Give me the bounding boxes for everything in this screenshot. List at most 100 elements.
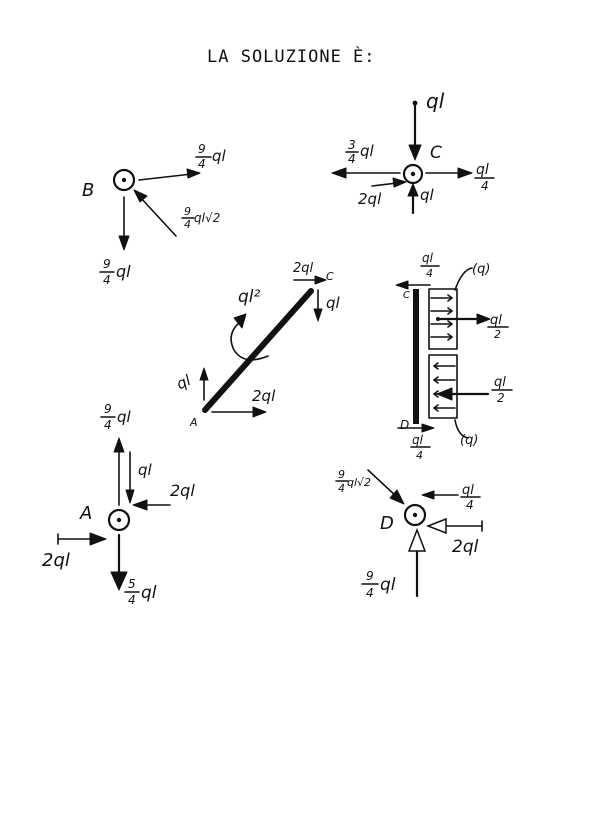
node-a: A 9 4 ql ql 2ql 2ql 5 4 ql [42,402,195,607]
bar-cd-upper-load-arrowtip [447,333,453,341]
node-c-right-force-den: 4 [481,179,489,193]
node-a-inner-top-force-label: ql [138,461,153,479]
node-d-diagonal-force-tail: ql√2 [347,476,371,489]
bar-cd-upper-load-arrowtip [447,307,453,315]
node-b-force-diagonal-num: 9 [184,205,191,218]
bar-cd-lower-load-arrowtip [433,390,439,398]
bar-cd-bottom-force-label: ql 4 [410,433,431,462]
node-b-force-right-label: 9 4 ql [195,142,227,171]
bar-cd-upper-resultant-arrowhead [476,313,491,325]
node-a-top-force-arrowhead [113,437,125,453]
node-c-inner-left-force-label: 2ql [358,190,382,208]
bar-cd-lower-tag: (q) [460,433,478,448]
node-c-bottom-force-label: ql [420,186,435,204]
node-a-right-force-arrowhead [132,499,148,511]
bar-cd-top-force-num: ql [422,251,434,265]
bar-ac-top-vertical-arrowhead [313,308,323,322]
bar-cd-bottom-force-num: ql [412,433,424,447]
bar-ac-moment-arc [230,321,269,361]
bar-cd-upper-load-arrowtip [447,320,453,328]
node-b-pin [112,168,136,192]
bar-cd-lower-resultant-arrowhead [436,387,453,401]
bar-ac-bottom-vertical-label: ql [174,371,195,393]
bar-ac-top-horizontal-label: 2ql [293,261,314,276]
node-c-inner-left-force-line [371,182,398,187]
bar-ac-bottom-horizontal-label: 2ql [252,387,276,405]
bar-cd-lower-load-arrowtip [433,404,439,412]
node-a-top-force-num: 9 [104,402,112,416]
node-d-pin [403,503,427,527]
bar-cd-upper-load-arrows [430,294,453,341]
node-a-bottom-force-den: 4 [128,593,136,607]
bar-ac-top-vertical-label: ql [326,294,341,312]
node-b-force-right-tail: ql [212,147,227,165]
node-d-diagonal-force-num: 9 [338,468,345,481]
bar-cd-top-force-arrowhead [395,280,409,290]
node-a-label: A [79,503,92,524]
node-d-diagonal-force-line [367,469,398,498]
node-d-top-right-force-den: 4 [466,498,474,512]
bar-cd-lower-load-box [428,354,458,419]
bar-cd-bottom-force-arrowhead [421,423,435,433]
bar-ac: A C ql² 2ql ql ql 2ql [174,261,341,429]
node-a-right-force-label: 2ql [170,481,195,500]
node-a-inner-top-force-arrowhead [125,489,135,504]
bar-cd-upper-tag-leader [454,267,473,291]
bar-cd-upper-resultant-num: ql [490,313,502,328]
node-c-right-force-label: ql 4 [474,162,495,193]
bar-cd-upper-resultant-den: 2 [494,328,501,341]
node-c-label: C [430,143,442,163]
node-d-top-right-force-num: ql [462,483,474,498]
bar-ac-end-c-label: C [326,270,334,283]
bar-ac-moment-label: ql² [238,287,261,307]
bar-cd-bottom-force-den: 4 [416,449,423,462]
node-d-bottom-force-num: 9 [366,569,374,583]
node-b-force-down-num: 9 [103,257,111,271]
node-c-left-force-num: 3 [348,138,356,152]
bar-cd-lower-load-arrowtip [433,376,439,384]
node-b-force-down-label: 9 4 ql [99,257,131,287]
node-b-force-down-arrowhead [118,235,130,251]
node-a-top-force-tail: ql [117,408,132,426]
node-d-bottom-force-label: 9 4 ql [361,569,396,600]
node-b-center [121,177,127,183]
bar-cd-upper-load-arrowtip [447,294,453,302]
node-a-bottom-force-label: 5 4 ql [124,577,157,607]
node-d-right-force-label: 2ql [452,537,479,557]
node-a-top-force-label: 9 4 ql [100,402,132,432]
node-a-left-force-arrowhead [89,532,107,546]
node-b-force-diagonal-tail: ql√2 [194,211,220,225]
node-a-center [116,517,122,523]
node-d-bottom-force-tail: ql [380,575,396,595]
node-b-force-right-arrowhead [186,168,201,179]
bar-ac-member [202,288,314,413]
bar-cd-lower-load-arrows [433,362,456,412]
page-title: LA SOLUZIONE È: [207,45,376,67]
node-d-bottom-force-den: 4 [366,586,374,600]
node-b-force-diagonal-label: 9 4 ql√2 [181,205,220,231]
bar-cd-upper-resultant-origin [436,317,440,321]
bar-cd-lower-tag-leader [454,419,469,439]
node-d-center [412,512,418,518]
node-c-right-force-num: ql [476,162,489,178]
bar-cd-lower-resultant-label: ql 2 [491,375,513,405]
node-a-left-force-label: 2ql [42,550,70,571]
bar-ac-bottom-vertical-arrowhead [199,367,209,381]
node-b-force-down-den: 4 [103,273,111,287]
node-d-diagonal-force-den: 4 [338,482,345,495]
node-c-bottom-force-arrowhead [407,183,419,197]
node-d-diagonal-force-label: 9 4 ql√2 [335,468,371,495]
node-c-left-force-arrowhead [331,167,347,179]
node-a-bottom-force-num: 5 [128,577,136,591]
node-d-top-right-force-label: ql 4 [460,483,481,512]
bar-ac-end-a-label: A [189,416,198,429]
node-c-pin [402,163,424,185]
node-c-center [410,171,416,177]
bar-cd-top-force-label: ql 4 [420,251,440,280]
bar-ac-top-horizontal-arrowhead [314,275,327,285]
bar-cd-end-c-label: C [403,290,410,301]
node-d-top-right-force-arrowhead [421,490,435,500]
node-c-inner-left-force-arrowhead [392,177,407,188]
node-d: D 9 4 ql√2 ql 4 2ql 9 4 ql [335,468,483,600]
bar-cd-lower-resultant-den: 2 [497,391,505,405]
